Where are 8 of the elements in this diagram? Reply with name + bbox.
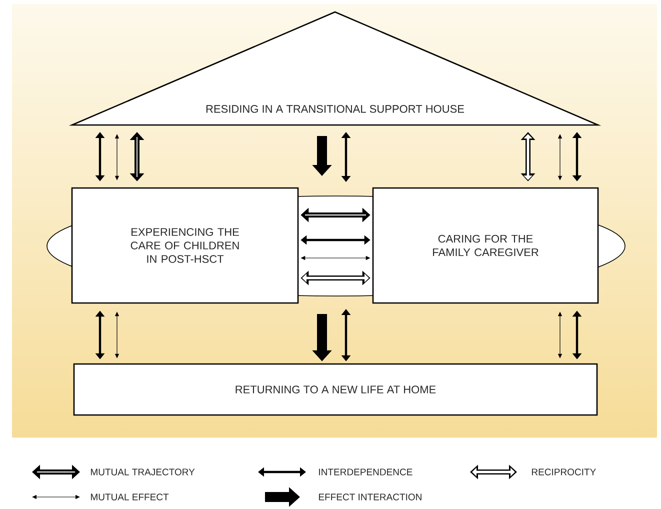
legend-label: EFFECT INTERACTION [319,494,422,500]
process-box: RETURNING TO A NEW LIFE AT HOME [73,363,598,416]
legend-label: MUTUAL TRAJECTORY [90,468,195,476]
legend-label: MUTUAL EFFECT [90,494,169,500]
legend-label: RECIPROCITY [532,468,596,476]
process-box: EXPERIENCING THE CARE OF CHILDREN IN POST-HSCT [71,187,299,304]
legend-label: INTERDEPENDENCE [319,468,412,476]
process-box: CARING FOR THE FAMILY CAREGIVER [372,187,599,304]
